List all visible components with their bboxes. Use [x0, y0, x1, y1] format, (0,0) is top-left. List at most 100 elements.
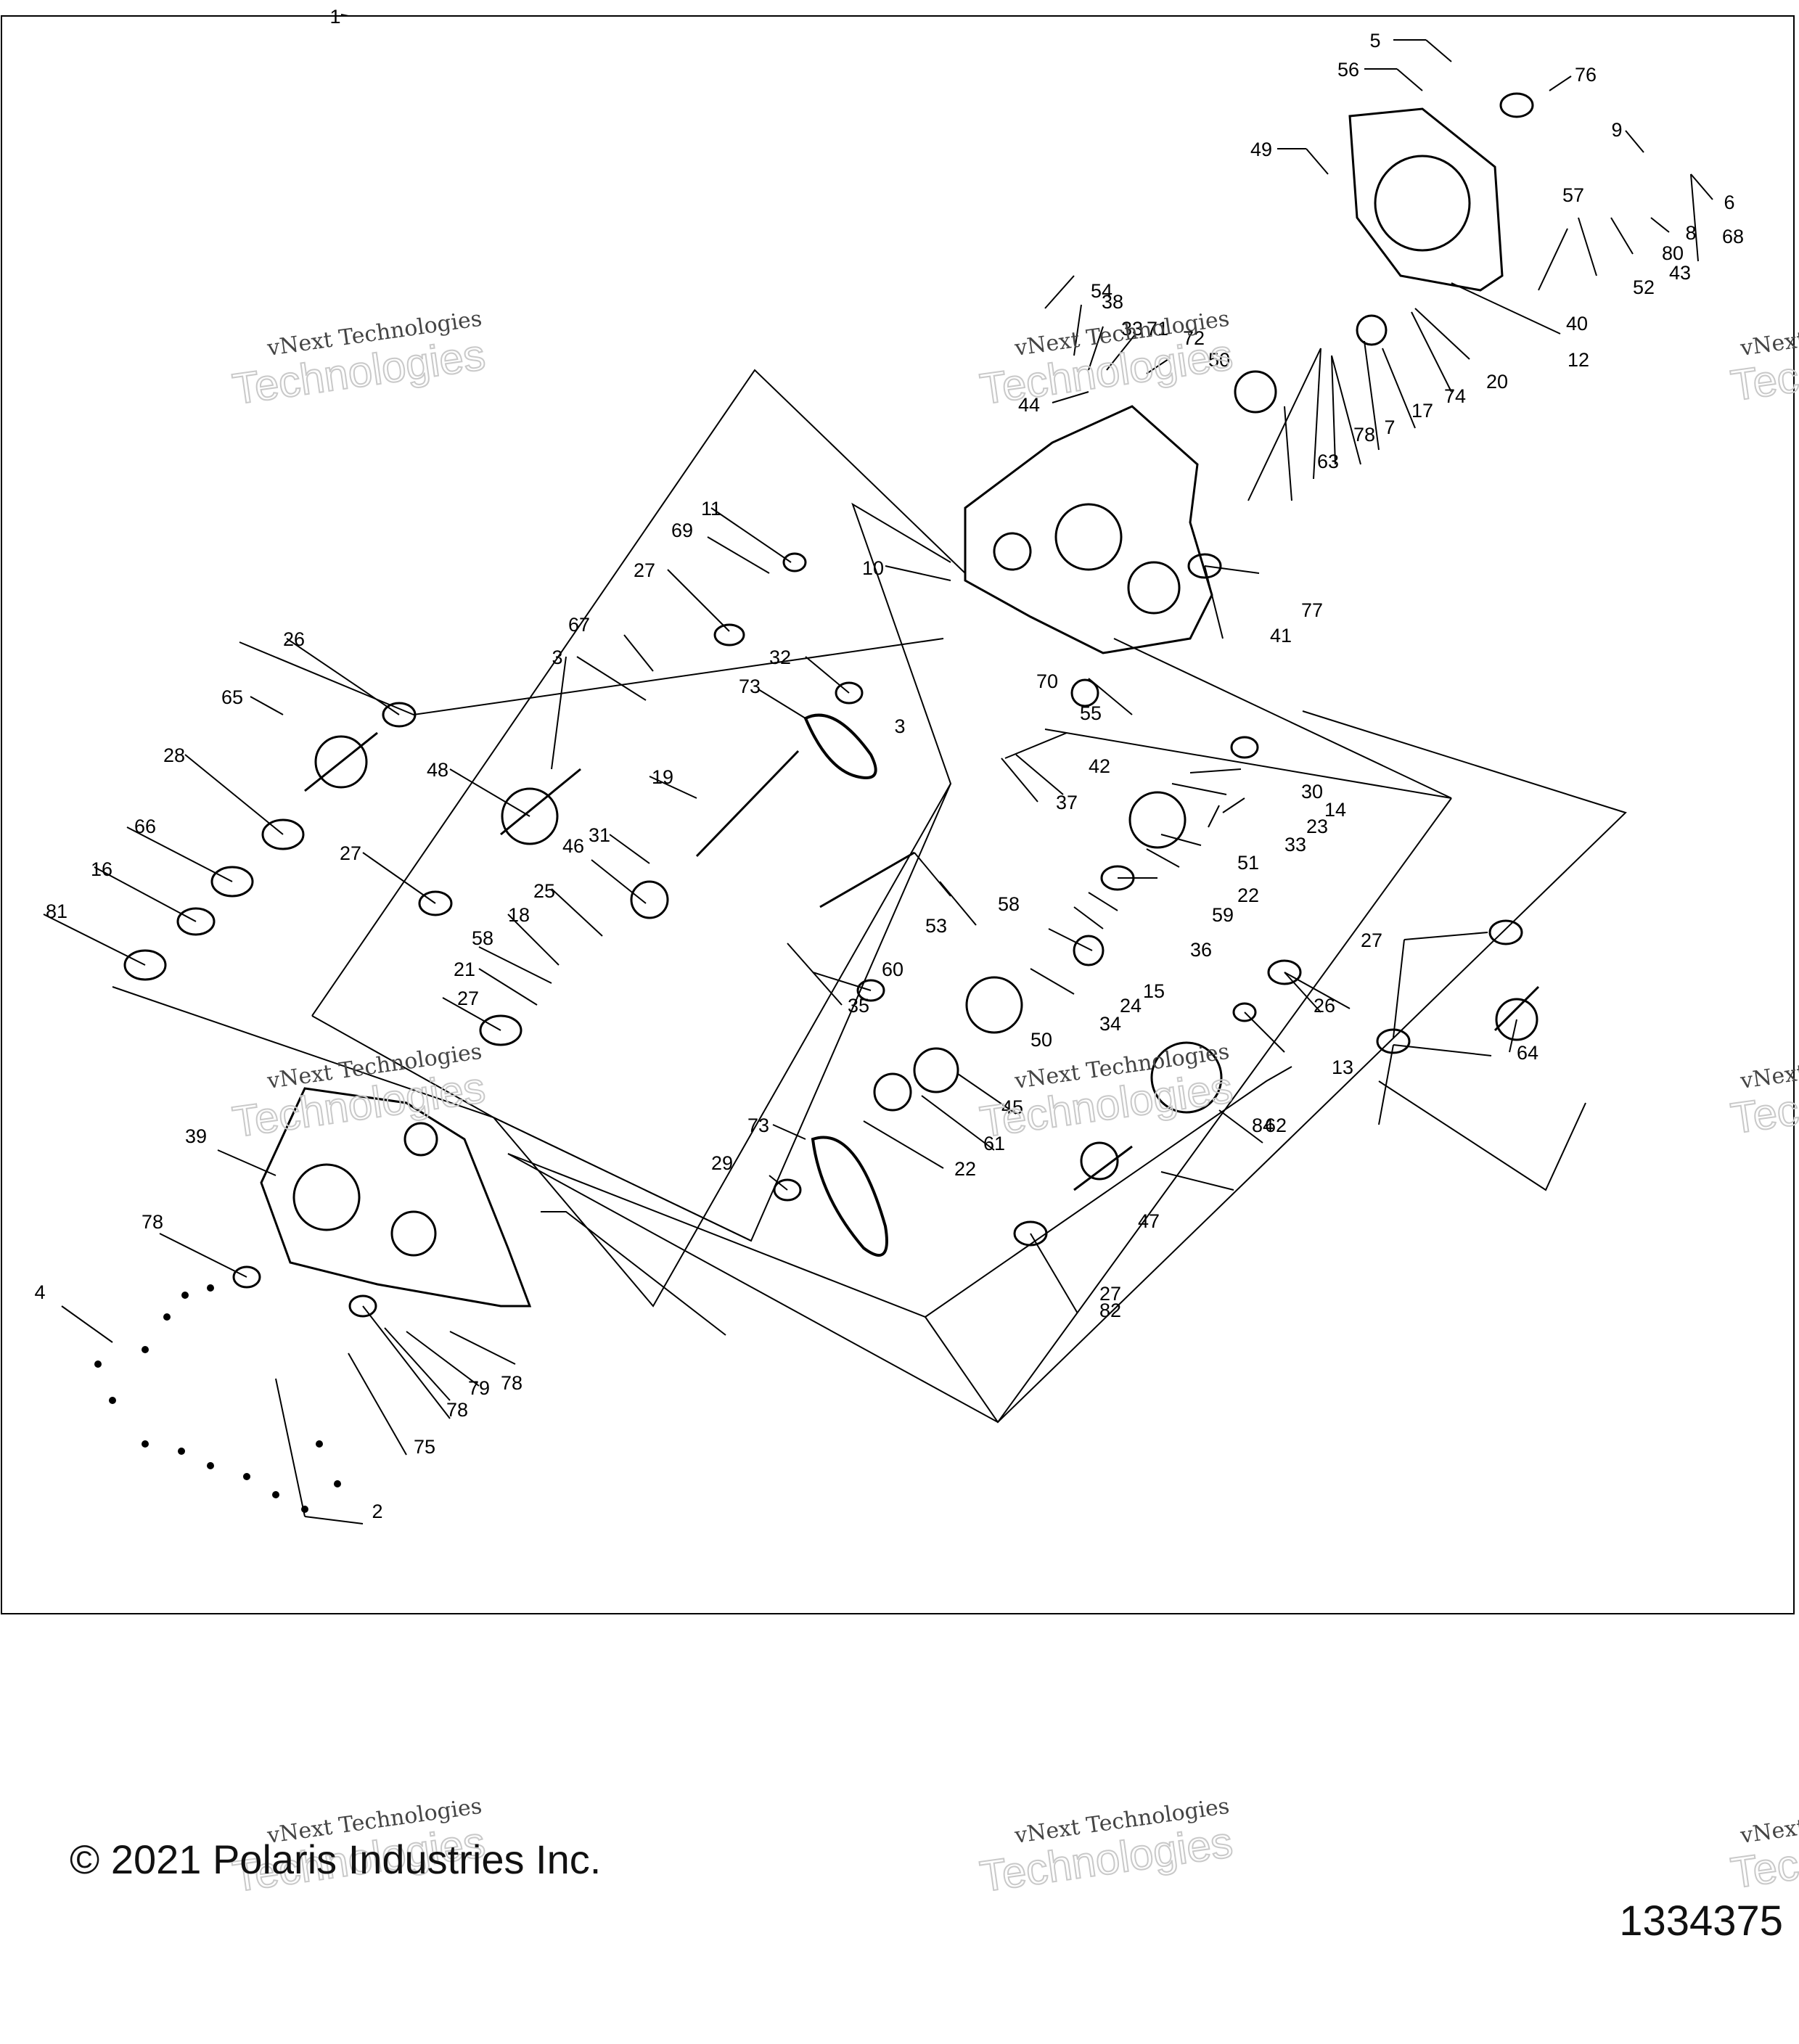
callout-label: 31: [589, 824, 610, 846]
callout-labels: 1 2 3 3 4 5 6 7 8 9 10 11 12 13 14 15 16…: [34, 6, 1744, 1522]
callout-label: 37: [1056, 792, 1078, 813]
callout-label: 29: [711, 1152, 733, 1174]
leader-lines: [43, 14, 1713, 1524]
watermark: vNext Technologies Technologies: [976, 306, 1236, 414]
callout-label: 78: [1353, 424, 1375, 446]
callout-label: 5: [1369, 30, 1380, 52]
callout-label: 52: [1633, 276, 1655, 298]
callout-label: 59: [1212, 904, 1234, 926]
callout-label: 47: [1138, 1210, 1160, 1232]
gear-icons: [304, 314, 1540, 1191]
callout-label: 18: [508, 904, 530, 926]
callout-label: 42: [1089, 755, 1110, 777]
callout-label: 23: [1306, 816, 1328, 837]
callout-label: 34: [1099, 1013, 1121, 1035]
callout-label: 39: [185, 1125, 207, 1147]
callout-label: 28: [163, 744, 185, 766]
callout-label: 33: [1284, 834, 1306, 855]
callout-label: 33: [1121, 318, 1143, 340]
callout-label: 78: [142, 1211, 163, 1233]
document-number: 1334375: [1619, 1897, 1783, 1945]
callout-label: 12: [1568, 349, 1589, 371]
callout-label: 70: [1036, 670, 1058, 692]
callout-label: 14: [1324, 799, 1346, 821]
svg-text:Tec: Tec: [1728, 1840, 1799, 1897]
group-brackets: [112, 369, 1627, 1424]
right-cover-icon: [1348, 107, 1504, 292]
callout-label: 65: [221, 686, 243, 708]
callout-label: 44: [1018, 394, 1040, 416]
callout-label: 32: [769, 647, 791, 668]
callout-label: 67: [568, 614, 590, 636]
left-cover-icon: [260, 1087, 532, 1308]
callout-label: 3: [894, 715, 905, 737]
callout-label: 10: [862, 557, 884, 579]
callout-label: 49: [1250, 139, 1272, 160]
callout-label: 19: [652, 766, 673, 788]
callout-label: 38: [1102, 291, 1123, 313]
callout-label: 60: [882, 959, 903, 980]
callout-label: 57: [1562, 184, 1584, 206]
callout-label: 64: [1517, 1042, 1538, 1064]
watermark: vNext Tec: [1727, 1060, 1799, 1144]
callout-label: 63: [1317, 451, 1339, 472]
callout-label: 24: [1120, 995, 1142, 1017]
callout-label: 7: [1384, 416, 1395, 438]
callout-label: 1: [329, 6, 340, 28]
callout-label: 25: [533, 880, 555, 902]
callout-label: 82: [1099, 1300, 1121, 1321]
callout-label: 35: [848, 995, 869, 1017]
callout-label: 6: [1724, 192, 1734, 213]
callout-label: 78: [501, 1372, 523, 1394]
callout-label: 8: [1685, 222, 1696, 244]
callout-label: 58: [998, 893, 1020, 915]
watermark: vNext Technologies Technologies: [229, 306, 488, 414]
callout-label: 27: [457, 988, 479, 1009]
watermark: vNext Tec: [1727, 327, 1799, 411]
callout-label: 50: [1208, 349, 1230, 371]
callout-label: 27: [1361, 929, 1382, 951]
callout-label: 22: [1237, 884, 1259, 906]
callout-label: 30: [1301, 781, 1323, 803]
callout-label: 51: [1237, 852, 1259, 874]
callout-label: 61: [983, 1133, 1005, 1154]
callout-label: 40: [1566, 313, 1588, 334]
callout-label: 53: [925, 915, 947, 937]
callout-label: 27: [634, 559, 655, 581]
callout-label: 72: [1183, 327, 1205, 349]
callout-label: 79: [468, 1377, 490, 1399]
callout-label: 26: [283, 628, 305, 650]
callout-label: 17: [1411, 400, 1433, 422]
callout-label: 69: [671, 520, 693, 541]
callout-label: 16: [91, 858, 112, 880]
callout-label: 54: [1091, 280, 1112, 302]
callout-label: 73: [747, 1115, 769, 1136]
callout-label: 41: [1270, 625, 1292, 647]
callout-label: 75: [414, 1436, 435, 1458]
callout-label: 74: [1444, 385, 1466, 407]
callout-label: 48: [427, 759, 448, 781]
callout-label: 27: [340, 842, 361, 864]
watermark: vNext Technologies Technologies: [976, 1794, 1236, 1902]
callout-label: 13: [1332, 1056, 1353, 1078]
callout-label: 4: [34, 1281, 45, 1303]
bolt-icons: [94, 1284, 341, 1513]
callout-label: 76: [1575, 64, 1597, 86]
callout-label: 55: [1080, 702, 1102, 724]
callout-label: 56: [1337, 59, 1359, 81]
callout-label: 68: [1722, 226, 1744, 247]
callout-label: 50: [1030, 1029, 1052, 1051]
callout-label: 2: [372, 1501, 382, 1522]
callout-label: 66: [134, 816, 156, 837]
watermark: vNext Technologies Technologies: [976, 1039, 1236, 1147]
callout-label: 81: [46, 900, 67, 922]
callout-label: 73: [739, 676, 761, 697]
callout-label: 45: [1001, 1096, 1023, 1118]
callout-label: 20: [1486, 371, 1508, 393]
bearing-icons: [123, 92, 1534, 1318]
callout-label: 62: [1265, 1115, 1287, 1136]
callout-label: 36: [1190, 939, 1212, 961]
diagram-frame: [1, 15, 1795, 1614]
svg-text:Tec: Tec: [1728, 353, 1799, 410]
